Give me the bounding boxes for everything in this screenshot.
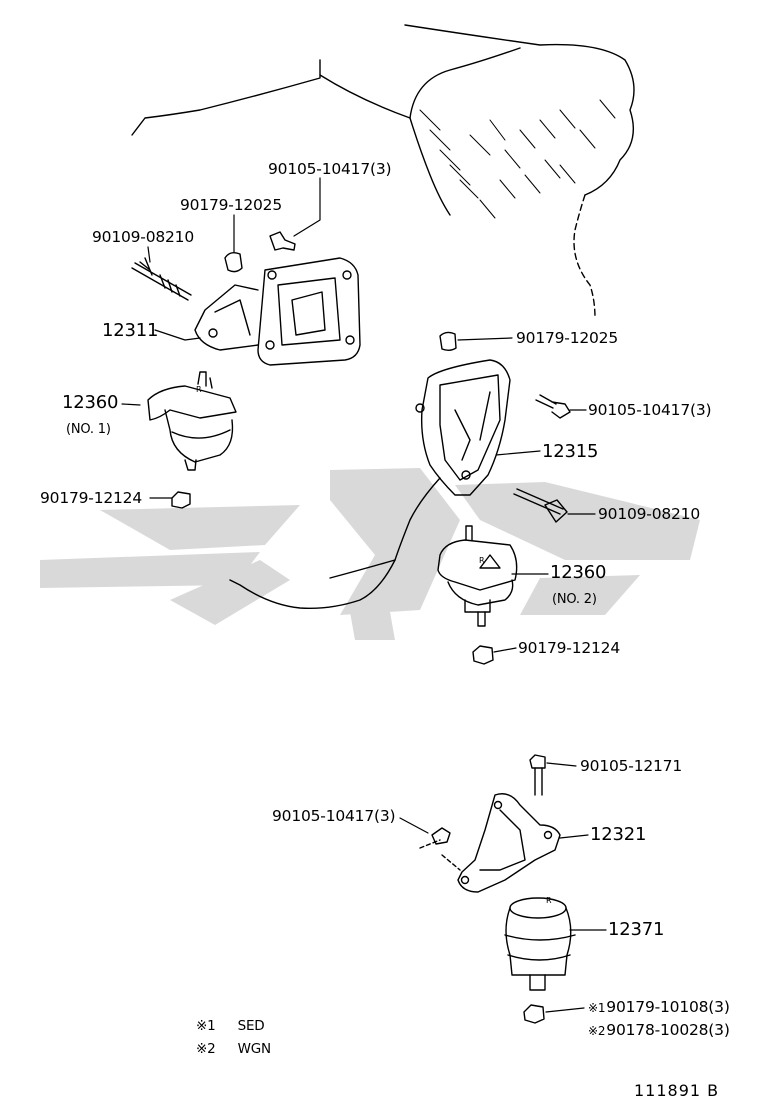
- legend-row-2: ※2 WGN: [196, 1040, 271, 1058]
- nut-90179-12025-right: [439, 331, 457, 351]
- label-12321: 12321: [590, 824, 647, 845]
- label-90179-10108-text: 90179-10108(3): [606, 998, 730, 1016]
- figure-id: 111891 B: [634, 1081, 720, 1100]
- nut-90179-12025-top: [224, 251, 243, 273]
- mount-12360-no1: [147, 371, 237, 471]
- sym1-mark: ※1: [588, 1001, 606, 1015]
- label-90179-10108: ※190179-10108(3): [588, 998, 730, 1017]
- legend-text: WGN: [237, 1041, 272, 1057]
- bracket-12321: [457, 793, 561, 893]
- bracket-12311: [194, 257, 361, 366]
- legend-mark: ※2: [196, 1041, 216, 1057]
- svg-text:R: R: [479, 556, 485, 565]
- label-90179-12124-a: 90179-12124: [40, 489, 143, 507]
- label-12360-no1: 12360: [62, 392, 119, 413]
- svg-text:R: R: [196, 385, 202, 394]
- label-12371: 12371: [608, 919, 665, 940]
- bolt-90105-12171: [529, 754, 546, 796]
- label-12360-no2: 12360: [550, 562, 607, 583]
- sym2-mark: ※2: [588, 1024, 606, 1038]
- label-90179-12124-b: 90179-12124: [518, 639, 621, 657]
- label-90105-10417-top: 90105-10417(3): [268, 160, 392, 178]
- label-90105-10417-right: 90105-10417(3): [588, 401, 712, 419]
- label-90179-12025-top: 90179-12025: [180, 196, 283, 214]
- bracket-12315: [415, 359, 511, 496]
- mount-12360-no2: [437, 525, 518, 627]
- mount-12371: [504, 897, 576, 991]
- bolt-90109-08210-right: [513, 488, 568, 523]
- label-90105-10417-low: 90105-10417(3): [272, 807, 396, 825]
- watermark-logo: [40, 468, 700, 640]
- legend-text: SED: [237, 1018, 265, 1034]
- label-90178-10028-text: 90178-10028(3): [606, 1021, 730, 1039]
- nut-bottom: [523, 1004, 545, 1024]
- label-90178-10028: ※290178-10028(3): [588, 1021, 730, 1040]
- label-12360-no1-note: (NO. 1): [66, 422, 111, 437]
- nut-90179-12124-b: [472, 645, 494, 665]
- svg-text:R: R: [546, 896, 552, 905]
- bolt-90109-08210-top: [131, 257, 192, 301]
- nut-90179-12124-a: [171, 491, 191, 509]
- label-90109-08210-right: 90109-08210: [598, 505, 701, 523]
- label-90179-12025-right: 90179-12025: [516, 329, 619, 347]
- label-12311: 12311: [102, 320, 159, 341]
- legend-mark: ※1: [196, 1018, 216, 1034]
- label-12360-no2-note: (NO. 2): [552, 592, 597, 607]
- label-90105-12171: 90105-12171: [580, 757, 683, 775]
- bolt-90105-10417-right: [535, 394, 571, 419]
- legend-row-1: ※1 SED: [196, 1017, 265, 1035]
- label-12315: 12315: [542, 441, 599, 462]
- engine-outline: [404, 24, 635, 196]
- bolt-90105-10417-top: [269, 231, 296, 251]
- label-90109-08210-top: 90109-08210: [92, 228, 195, 246]
